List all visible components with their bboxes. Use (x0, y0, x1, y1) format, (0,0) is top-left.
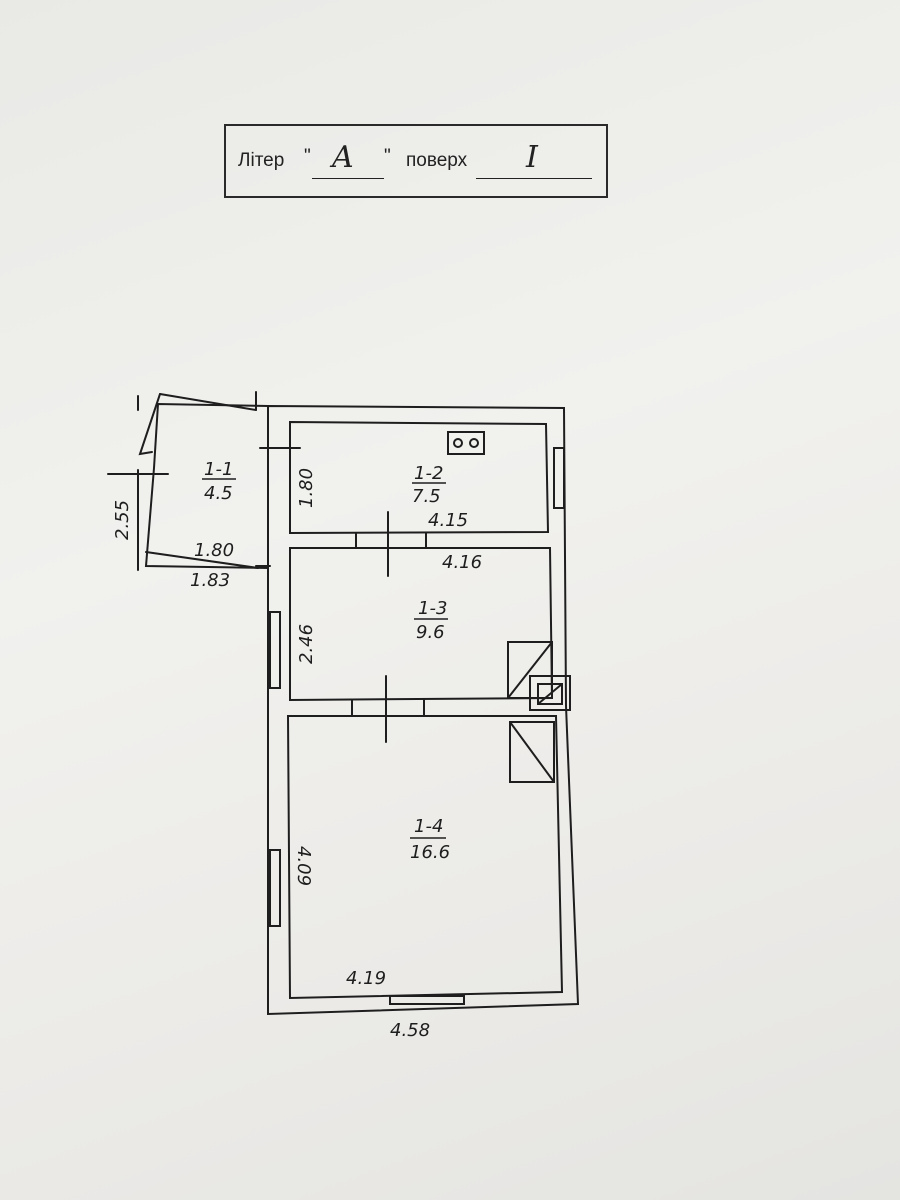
dim-room3-width: 4.16 (442, 552, 482, 573)
furnace-upper (507, 641, 553, 699)
window-room-1-3 (269, 611, 281, 689)
dim-room2-height: 1.80 (296, 468, 317, 508)
floor-label: поверх (406, 150, 468, 171)
quote-close: " (384, 146, 391, 167)
chimney-inner (537, 683, 563, 705)
liter-value: A (332, 140, 354, 175)
porch-slash (145, 551, 259, 569)
porch-door-right (159, 393, 257, 411)
room-1-2-outline (289, 420, 550, 535)
floor-value: I (526, 140, 538, 175)
outer-wall (267, 404, 580, 1016)
stove (447, 431, 485, 455)
floor-underline (476, 178, 592, 179)
stove-burner-left (453, 438, 463, 448)
liter-label: Літер (238, 150, 285, 171)
quote-open: " (304, 146, 311, 167)
dim-room4-height: 4.09 (293, 846, 314, 886)
chimney (529, 675, 571, 711)
room-1-4-id: 1-4 (414, 816, 443, 837)
room-1-4-outline (286, 715, 564, 1000)
porch-door-left (138, 393, 161, 456)
dim-room3-height: 2.46 (296, 624, 317, 664)
porch-outline (144, 402, 269, 569)
room-1-4-area: 16.6 (410, 842, 450, 863)
window-room-1-4-left (269, 849, 281, 927)
dim-porch-height: 2.55 (112, 500, 133, 540)
room-1-3-id: 1-3 (418, 598, 447, 619)
furnace-lower (509, 721, 555, 783)
room-1-1-id: 1-1 (204, 459, 233, 480)
dim-porch-outer-width: 1.83 (190, 570, 230, 591)
stove-burner-right (469, 438, 479, 448)
room-1-2-area: 7.5 (412, 486, 441, 507)
room-1-2-id: 1-2 (414, 463, 443, 484)
dim-porch-inner-width: 1.80 (194, 540, 234, 561)
window-room-1-4-bottom (389, 995, 465, 1005)
liter-underline (312, 178, 384, 179)
dim-overall-width: 4.58 (390, 1020, 430, 1041)
dim-room4-width: 4.19 (346, 968, 386, 989)
room-1-3-area: 9.6 (416, 622, 445, 643)
dim-room2-width: 4.15 (428, 510, 468, 531)
header-stamp: Літер " A " поверх I (224, 124, 608, 198)
room-1-1-area: 4.5 (204, 483, 233, 504)
window-room-1-2 (553, 447, 565, 509)
chimney-diagonal (537, 683, 563, 705)
